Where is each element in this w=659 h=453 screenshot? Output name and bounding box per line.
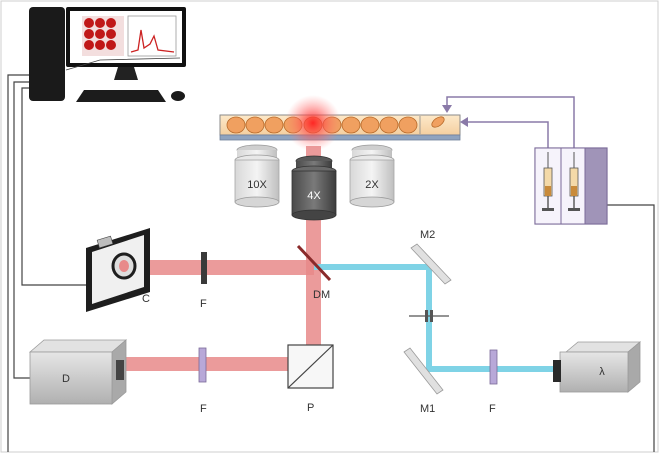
camera-label: C bbox=[142, 293, 150, 305]
camera-connector bbox=[96, 235, 114, 249]
monitor-stand bbox=[114, 67, 138, 80]
blue-beam-to-dm bbox=[314, 264, 432, 270]
filter-bottom-left-label: F bbox=[200, 403, 207, 415]
mirror-m2-icon bbox=[410, 243, 452, 285]
iris-aperture-icon bbox=[409, 310, 449, 322]
pump-motor-panel bbox=[584, 147, 608, 225]
computer bbox=[29, 7, 186, 102]
objective-10x-label: 10X bbox=[247, 179, 267, 191]
objective-2x-label: 2X bbox=[365, 179, 379, 191]
droplet bbox=[398, 116, 418, 134]
computer-tower bbox=[29, 7, 65, 101]
filter-top-icon bbox=[201, 252, 207, 284]
cable-pump-right bbox=[606, 204, 655, 452]
detector-label: D bbox=[62, 373, 70, 385]
objective-4x-label: 4X bbox=[307, 190, 321, 202]
camera-lens-center bbox=[119, 260, 129, 272]
cable-monitor bbox=[65, 57, 181, 71]
filter-top-label: F bbox=[200, 298, 207, 310]
monitor-droplet-grid-icon bbox=[82, 16, 124, 56]
droplet bbox=[341, 116, 361, 134]
blue-beam-vertical bbox=[426, 264, 432, 372]
syringe-2-icon bbox=[568, 152, 580, 211]
objective-2x: 2X bbox=[349, 144, 395, 208]
monitor-spectrum-plot-icon bbox=[127, 15, 177, 57]
beams bbox=[122, 146, 558, 372]
droplet bbox=[264, 116, 284, 134]
red-beam-detector bbox=[122, 357, 314, 371]
detector-aperture bbox=[116, 360, 124, 380]
dichroic-mirror-icon bbox=[296, 244, 332, 282]
tube-arrow-left-icon bbox=[460, 117, 468, 127]
cable-pump bbox=[7, 74, 29, 452]
cables bbox=[7, 57, 655, 452]
laser-focus-glow bbox=[285, 95, 341, 151]
laser-top bbox=[564, 341, 642, 353]
keyboard bbox=[76, 90, 166, 102]
prism-beamsplitter-icon bbox=[287, 344, 334, 389]
laser-front bbox=[559, 351, 629, 393]
dichroic-label: DM bbox=[313, 289, 330, 301]
cable-detector bbox=[13, 81, 30, 379]
syringe-1-icon bbox=[542, 152, 554, 211]
red-beam-camera bbox=[130, 260, 314, 275]
laser-source: λ bbox=[553, 341, 642, 393]
chip-substrate bbox=[219, 134, 461, 141]
droplet bbox=[379, 116, 399, 134]
camera bbox=[86, 228, 150, 312]
detector: D bbox=[28, 339, 128, 405]
microfluidic-chip bbox=[219, 95, 461, 151]
mirror-m2-label: M2 bbox=[420, 229, 435, 241]
droplet-forming bbox=[431, 116, 445, 128]
cable-camera bbox=[21, 87, 88, 286]
detector-top bbox=[28, 339, 128, 353]
syringe-pump-assembly bbox=[442, 96, 608, 225]
droplet bbox=[245, 116, 265, 134]
objective-4x: 4X bbox=[291, 155, 337, 221]
detector-front bbox=[29, 351, 113, 405]
laser-aperture bbox=[553, 360, 561, 382]
tube-dispersed bbox=[446, 96, 575, 150]
droplet bbox=[360, 116, 380, 134]
tubing bbox=[446, 96, 575, 150]
laser-label: λ bbox=[599, 366, 605, 378]
mirror-m1-icon bbox=[403, 347, 444, 395]
prism-label: P bbox=[307, 402, 314, 414]
objective-10x: 10X bbox=[234, 144, 280, 208]
mouse bbox=[171, 91, 185, 101]
droplet bbox=[226, 116, 246, 134]
tube-arrow-down-icon bbox=[442, 105, 452, 113]
filter-bottom-right-label: F bbox=[489, 403, 496, 415]
filter-bottom-right-icon bbox=[489, 349, 498, 385]
mirror-m1-label: M1 bbox=[420, 403, 435, 415]
filter-bottom-left-icon bbox=[198, 347, 207, 383]
tube-continuous bbox=[468, 121, 549, 150]
